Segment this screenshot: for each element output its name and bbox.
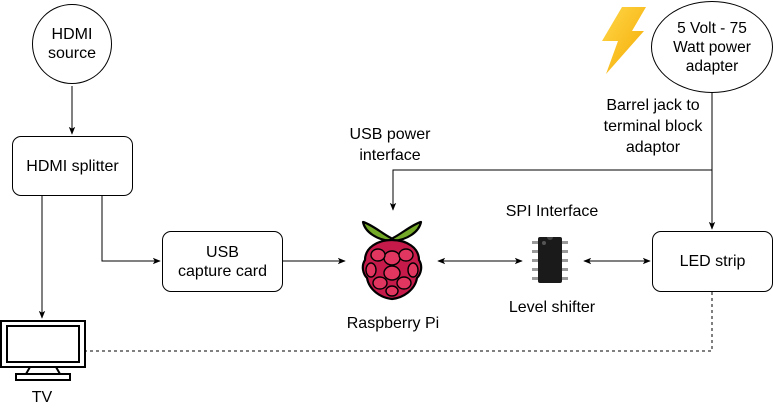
led-strip-node: LED strip [652, 231, 773, 292]
lightning-bolt-icon [602, 7, 646, 74]
usb-capture-card-label: USB capture card [178, 243, 267, 280]
hdmi-splitter-node: HDMI splitter [12, 136, 133, 196]
spi-interface-label: SPI Interface [505, 203, 599, 220]
led-strip-label: LED strip [679, 253, 746, 270]
tv-label: TV [31, 389, 53, 406]
hdmi-splitter-label: HDMI splitter [26, 157, 119, 175]
edge-led-to-tv-dashed [86, 292, 713, 352]
hdmi-source-label: HDMI source [47, 26, 97, 62]
power-adapter-label: 5 Volt - 75 Watt power adapter [673, 19, 751, 75]
raspberry-pi-label: Raspberry Pi [346, 315, 440, 332]
ic-chip-icon [532, 237, 568, 283]
hdmi-source-node: HDMI source [32, 4, 112, 84]
raspberry-pi-logo-icon [361, 220, 423, 301]
edge-power-to-pi [389, 169, 712, 211]
level-shifter-label: Level shifter [508, 299, 596, 316]
edge-splitter-to-capture [101, 196, 161, 265]
power-adapter-node: 5 Volt - 75 Watt power adapter [651, 1, 773, 93]
usb-capture-card-node: USB capture card [162, 231, 283, 292]
usb-power-interface-label: USB power interface [349, 126, 431, 164]
barrel-jack-label: Barrel jack to terminal block adaptor [603, 97, 703, 156]
television-icon [0, 320, 86, 381]
